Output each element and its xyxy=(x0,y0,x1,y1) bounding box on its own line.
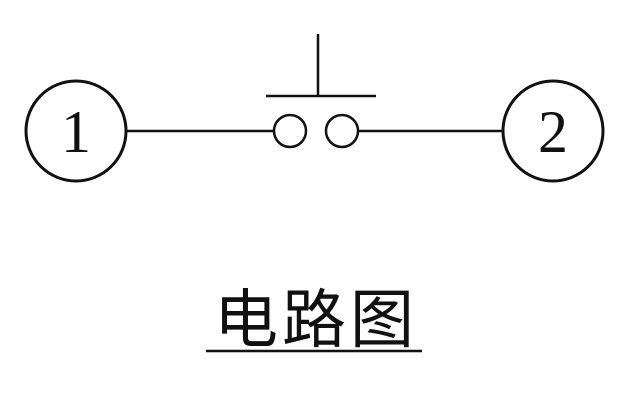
switch-contact-left xyxy=(272,113,308,149)
terminal-1: 1 xyxy=(24,79,128,183)
terminal-1-label: 1 xyxy=(61,99,91,165)
switch-contact-right xyxy=(324,113,360,149)
terminal-2: 2 xyxy=(501,79,605,183)
terminal-2-circle xyxy=(501,79,605,183)
terminal-2-label: 2 xyxy=(538,99,568,165)
diagram-title: 电路图 xyxy=(214,284,418,358)
